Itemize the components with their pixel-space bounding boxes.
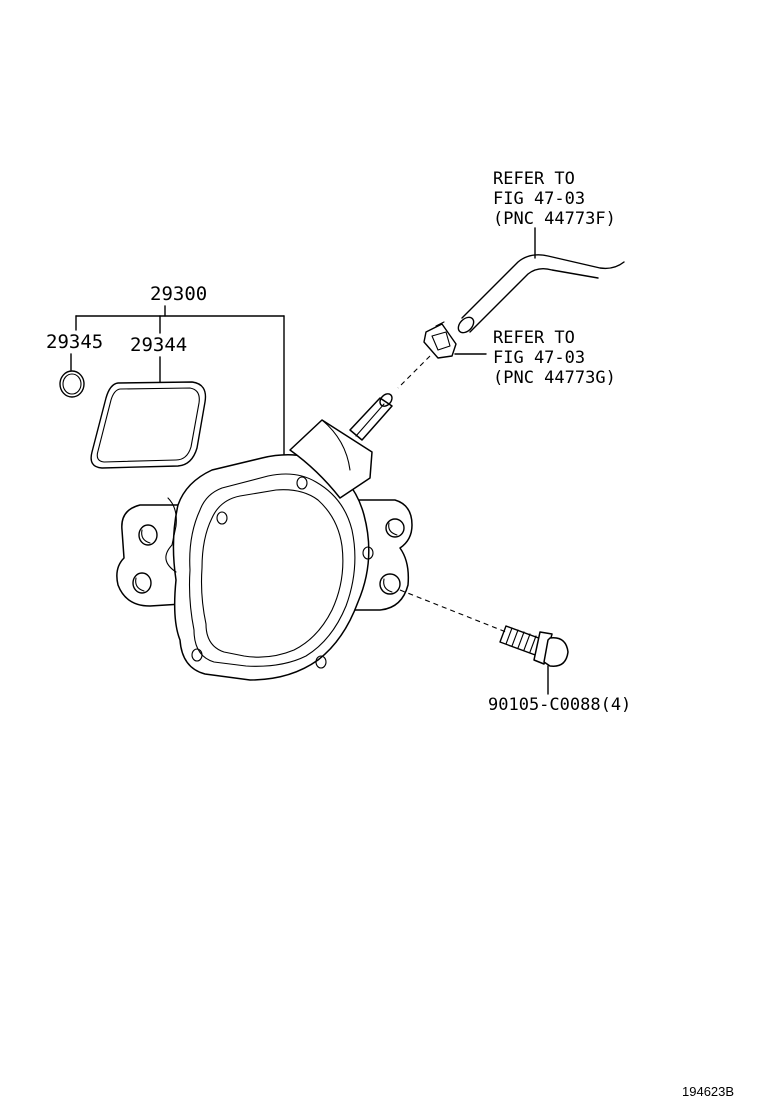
label-clamp-ref-line-3: (PNC 44773G) bbox=[493, 368, 616, 388]
label-hose-ref-line-1: REFER TO bbox=[493, 169, 575, 189]
o-ring-part bbox=[59, 370, 85, 398]
hose-clamp bbox=[423, 321, 457, 359]
label-clamp-ref-line-2: FIG 47-03 bbox=[493, 348, 585, 368]
figure-id: 194623B bbox=[682, 1084, 734, 1099]
gasket-part bbox=[90, 381, 207, 469]
label-gasket-29344: 29344 bbox=[130, 334, 187, 356]
vacuum-pump-body bbox=[116, 454, 413, 681]
bolt-alignment-line bbox=[399, 589, 507, 633]
outlet-nipple bbox=[289, 393, 393, 499]
label-bolt-part-number: 90105-C0088(4) bbox=[488, 695, 631, 715]
clamp-alignment-line bbox=[397, 355, 431, 389]
label-clamp-ref-line-1: REFER TO bbox=[493, 328, 575, 348]
label-hose-ref-line-3: (PNC 44773F) bbox=[493, 209, 616, 229]
label-o-ring-29345: 29345 bbox=[46, 331, 103, 353]
label-hose-ref-line-2: FIG 47-03 bbox=[493, 189, 585, 209]
flange-bolt bbox=[499, 625, 569, 667]
vacuum-hose bbox=[457, 254, 625, 334]
label-assembly-29300: 29300 bbox=[150, 283, 207, 305]
assembly-bracket bbox=[75, 305, 285, 456]
